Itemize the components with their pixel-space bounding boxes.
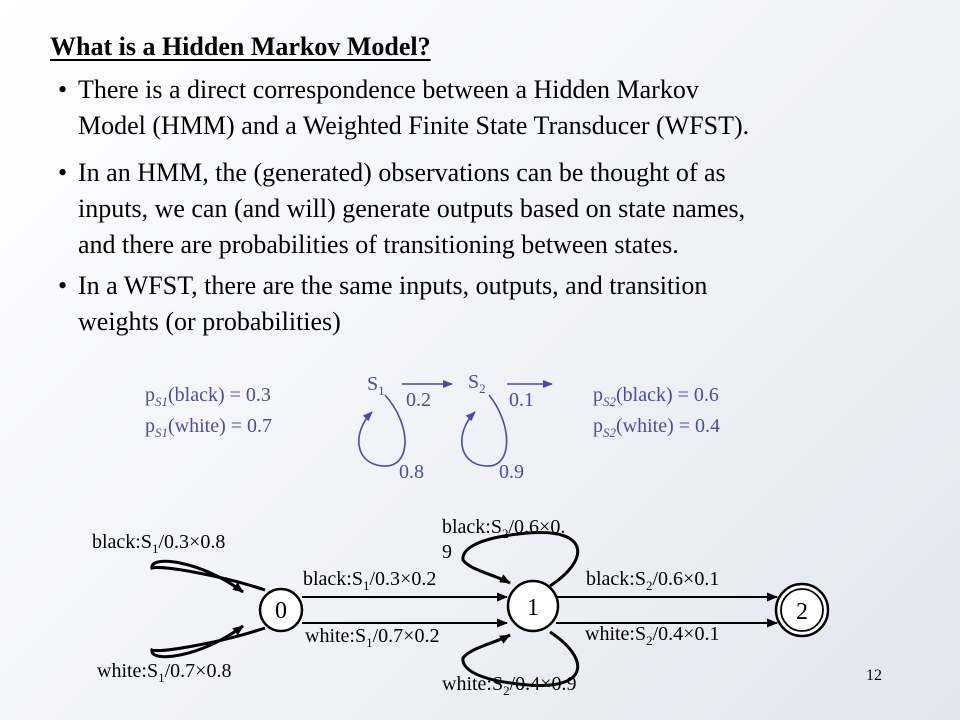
wfst-label-self1-black: black:S2/0.6×0. (442, 516, 565, 541)
bullet-1-line-2: Model (HMM) and a Weighted Finite State … (78, 111, 750, 140)
bullet-dot: • (58, 158, 68, 187)
wfst-node-2-final (774, 582, 830, 638)
s1-black-prob: pS1(black) = 0.3 (145, 384, 271, 409)
hmm-diagram: S1 S2 0.2 0.1 0.8 0.9 (358, 371, 553, 483)
s2-emission-probs: pS2(black) = 0.6 pS2(white) = 0.4 (593, 383, 720, 445)
wfst-label-self0-black: black:S1/0.3×0.8 (92, 531, 225, 556)
bullet-2-line-2: inputs, we can (and will) generate outpu… (78, 194, 746, 223)
hmm-selfloop-label-s2: 0.9 (499, 461, 524, 483)
hmm-selfloop-s1 (358, 394, 406, 467)
bullet-1-line-1: There is a direct correspondence between… (78, 75, 699, 104)
bullet-2-line-3: and there are probabilities of transitio… (78, 230, 679, 259)
wfst-label-e12-black: black:S2/0.6×0.1 (586, 568, 719, 593)
s2-black-prob: pS2(black) = 0.6 (593, 384, 719, 409)
wfst-label-self1-black-wrap: 9 (442, 541, 452, 563)
wfst-label-self0-white: white:S1/0.7×0.8 (97, 660, 231, 685)
bullet-3-line-1: In a WFST, there are the same inputs, ou… (78, 271, 708, 300)
wfst-selfloop-0-black (150, 559, 266, 594)
bullet-1: • There is a direct correspondence betwee… (58, 72, 938, 144)
s2-white-prob: pS2(white) = 0.4 (593, 415, 721, 440)
wfst-node-2-inner-ring (780, 588, 824, 632)
wfst-node-1-label: 1 (527, 595, 539, 621)
bullet-2-line-1: In an HMM, the (generated) observations … (78, 158, 726, 187)
bullet-dot: • (58, 271, 68, 300)
wfst-node-1 (506, 579, 560, 633)
hmm-state-s2: S2 (468, 371, 486, 396)
hmm-state-s1: S1 (367, 373, 385, 398)
wfst-selfloop-0-white (150, 624, 266, 659)
hmm-selfloop-label-s1: 0.8 (399, 461, 424, 483)
hmm-selfloop-s2 (461, 394, 508, 467)
s1-emission-probs: pS1(black) = 0.3 pS1(white) = 0.7 (145, 383, 272, 445)
bullet-2: • In an HMM, the (generated) observations… (58, 155, 938, 263)
hmm-trans-label-s2-out: 0.1 (509, 389, 534, 411)
hmm-trans-label-s1-s2: 0.2 (406, 389, 431, 411)
wfst-diagram: 0 1 2 black:S1/0.3×0.8 white:S1/0.7×0.8 … (92, 516, 830, 698)
wfst-label-e01-black: black:S1/0.3×0.2 (303, 568, 436, 593)
wfst-node-0-label: 0 (275, 598, 287, 624)
wfst-label-e12-white: white:S2/0.4×0.1 (585, 623, 719, 648)
page-number: 12 (866, 667, 882, 684)
wfst-selfloop-1-black (461, 530, 580, 588)
wfst-node-2-label: 2 (796, 599, 808, 625)
wfst-node-0 (258, 587, 304, 633)
bullet-3-line-2: weights (or probabilities) (78, 307, 341, 336)
s1-white-prob: pS1(white) = 0.7 (145, 415, 273, 440)
wfst-label-self1-white: white:S2/0.4×0.9 (442, 673, 576, 698)
wfst-label-e01-white: white:S1/0.7×0.2 (305, 625, 439, 650)
bullet-dot: • (58, 75, 68, 104)
bullet-3: • In a WFST, there are the same inputs, o… (58, 268, 938, 340)
slide-title: What is a Hidden Markov Model? (50, 32, 431, 61)
wfst-selfloop-1-white (461, 630, 580, 688)
